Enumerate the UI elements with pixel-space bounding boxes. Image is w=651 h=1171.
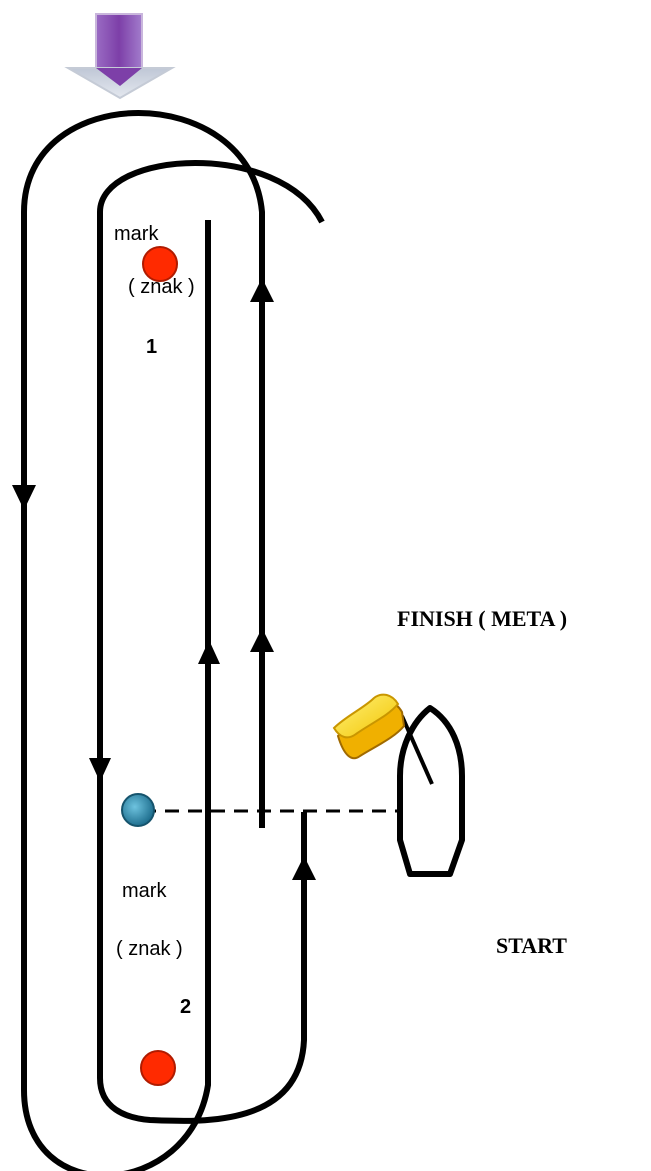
arrow-down-inner <box>89 758 111 782</box>
mark-1-label: mark <box>114 223 159 245</box>
mark-2-buoy <box>140 1050 176 1086</box>
course-line-inner-loop <box>97 212 307 1124</box>
mark-1-sublabel: ( znak ) <box>128 276 195 298</box>
start-label: START <box>496 933 567 958</box>
mark-2-number: 2 <box>180 996 192 1018</box>
mark-1-number: 1 <box>146 336 158 358</box>
arrow-up-mid-1 <box>198 640 220 664</box>
wind-direction-arrow-icon <box>64 13 176 100</box>
flag-icon <box>332 693 406 760</box>
start-buoy <box>121 793 155 827</box>
committee-boat-icon <box>397 705 465 877</box>
arrow-down-left <box>12 485 36 510</box>
finish-label: FINISH ( META ) <box>397 606 568 631</box>
arrow-up-start <box>292 856 316 880</box>
mark-2-label: mark <box>122 880 167 902</box>
direction-arrows <box>12 278 316 880</box>
mark-2-sublabel: ( znak ) <box>116 938 183 960</box>
course-line-outer-loop <box>21 212 211 1171</box>
course-line-top-arc <box>21 110 265 828</box>
mark-1-buoy <box>142 246 178 282</box>
course-line-mark1-arc <box>97 160 325 224</box>
arrow-up-right-1 <box>250 278 274 302</box>
arrow-up-right-2 <box>250 628 274 652</box>
